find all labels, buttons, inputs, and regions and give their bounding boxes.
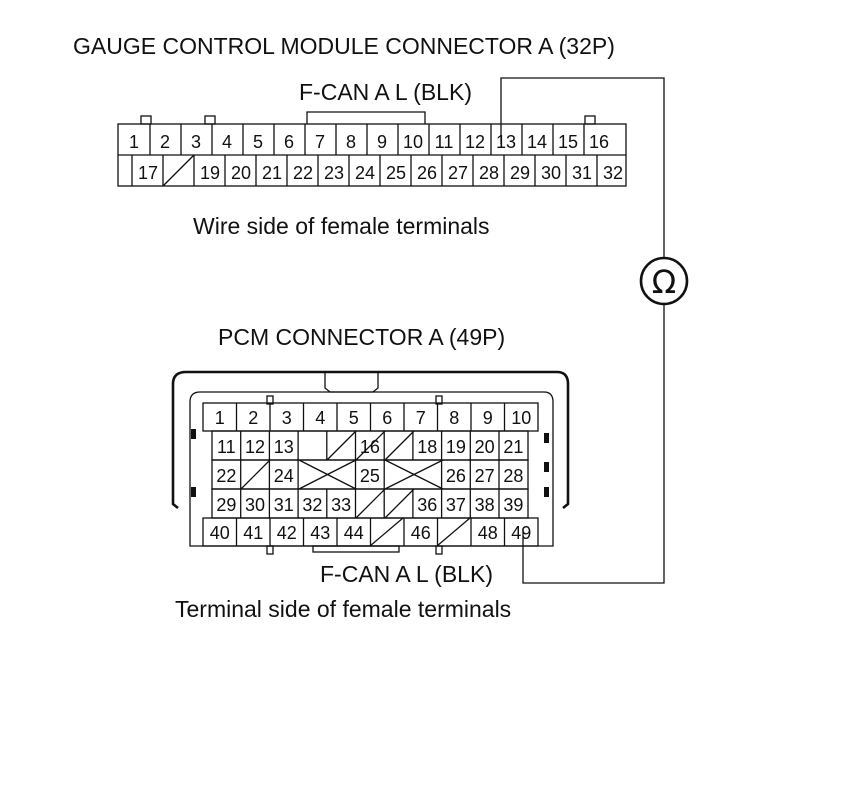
pcm-pin: 37 (446, 495, 466, 515)
pcm-pin: 18 (417, 437, 437, 457)
pcm-pin: 36 (417, 495, 437, 515)
gauge-pin: 32 (603, 163, 623, 183)
pcm-pin: 6 (382, 408, 392, 428)
gauge-pin: 22 (293, 163, 313, 183)
gauge-pin: 29 (510, 163, 530, 183)
gauge-pin: 24 (355, 163, 375, 183)
gauge-pin: 30 (541, 163, 561, 183)
pcm-pin: 24 (274, 466, 294, 486)
pcm-pin: 25 (360, 466, 380, 486)
pcm-pin: 30 (245, 495, 265, 515)
pcm-pin: 49 (511, 523, 531, 543)
pcm-pin: 22 (216, 466, 236, 486)
gauge-pin: 25 (386, 163, 406, 183)
pcm-pin: 39 (503, 495, 523, 515)
gauge-pin: 7 (315, 132, 325, 152)
gauge-pin: 14 (527, 132, 547, 152)
pcm-pin: 32 (302, 495, 322, 515)
gauge-blank-cavity (162, 154, 195, 187)
gauge-pin: 5 (253, 132, 263, 152)
pcm-pin: 43 (310, 523, 330, 543)
pcm-pin: 26 (446, 466, 466, 486)
gauge-pin: 28 (479, 163, 499, 183)
gauge-side-label: Wire side of female terminals (193, 213, 490, 239)
gauge-pin: 1 (129, 132, 139, 152)
pcm-pin: 9 (483, 408, 493, 428)
gauge-pin: 16 (589, 132, 609, 152)
gauge-wire-label: F-CAN A L (BLK) (299, 79, 472, 105)
pcm-pin: 1 (215, 408, 225, 428)
pcm-pin: 38 (475, 495, 495, 515)
pcm-pin: 41 (243, 523, 263, 543)
pcm-side-label: Terminal side of female terminals (175, 596, 511, 622)
pcm-pin: 7 (416, 408, 426, 428)
gauge-connector-title: GAUGE CONTROL MODULE CONNECTOR A (32P) (73, 33, 615, 59)
pcm-cell-dividers (235, 403, 506, 546)
gauge-pin: 21 (262, 163, 282, 183)
gauge-pin: 8 (346, 132, 356, 152)
pcm-pin: 44 (344, 523, 364, 543)
pcm-pin: 19 (446, 437, 466, 457)
pcm-pin: 11 (217, 437, 236, 457)
pcm-pin: 20 (475, 437, 495, 457)
pcm-pin: 10 (511, 408, 531, 428)
pcm-wire-label: F-CAN A L (BLK) (320, 561, 493, 587)
gauge-pin: 19 (200, 163, 220, 183)
pcm-pin: 27 (475, 466, 495, 486)
pcm-connector-title: PCM CONNECTOR A (49P) (218, 324, 505, 350)
gauge-pin: 15 (558, 132, 578, 152)
pcm-pin: 40 (210, 523, 230, 543)
gauge-pin: 11 (435, 132, 454, 152)
pcm-pin: 28 (503, 466, 523, 486)
pcm-pin: 5 (349, 408, 359, 428)
gauge-cell-dividers (131, 124, 598, 187)
gauge-pin: 13 (496, 132, 516, 152)
gauge-pin: 26 (417, 163, 437, 183)
pcm-pin: 31 (274, 495, 294, 515)
pcm-pin: 2 (248, 408, 258, 428)
pcm-pin: 8 (449, 408, 459, 428)
gauge-pin: 4 (222, 132, 232, 152)
pcm-pin: 42 (277, 523, 297, 543)
gauge-pin: 23 (324, 163, 344, 183)
pcm-pin: 21 (503, 437, 523, 457)
pcm-pin: 29 (216, 495, 236, 515)
gauge-pin: 2 (160, 132, 170, 152)
gauge-pin: 12 (465, 132, 485, 152)
pcm-pin: 46 (411, 523, 431, 543)
test-leads (500, 77, 665, 584)
pcm-pin: 3 (282, 408, 292, 428)
pcm-blank-cavities (240, 430, 471, 547)
pcm-pin: 12 (245, 437, 265, 457)
pcm-pin: 48 (478, 523, 498, 543)
gauge-pin: 20 (231, 163, 251, 183)
pcm-pin: 13 (274, 437, 294, 457)
gauge-pin: 3 (191, 132, 201, 152)
gauge-pin: 17 (138, 163, 158, 183)
pcm-pin: 4 (315, 408, 325, 428)
gauge-pin: 27 (448, 163, 468, 183)
gauge-pin: 31 (572, 163, 592, 183)
pcm-pin: 33 (331, 495, 351, 515)
ohm-icon: Ω (652, 263, 676, 301)
gauge-pin: 6 (284, 132, 294, 152)
gauge-pin: 10 (403, 132, 423, 152)
ohmmeter: Ω (639, 256, 689, 306)
gauge-pin: 9 (377, 132, 387, 152)
